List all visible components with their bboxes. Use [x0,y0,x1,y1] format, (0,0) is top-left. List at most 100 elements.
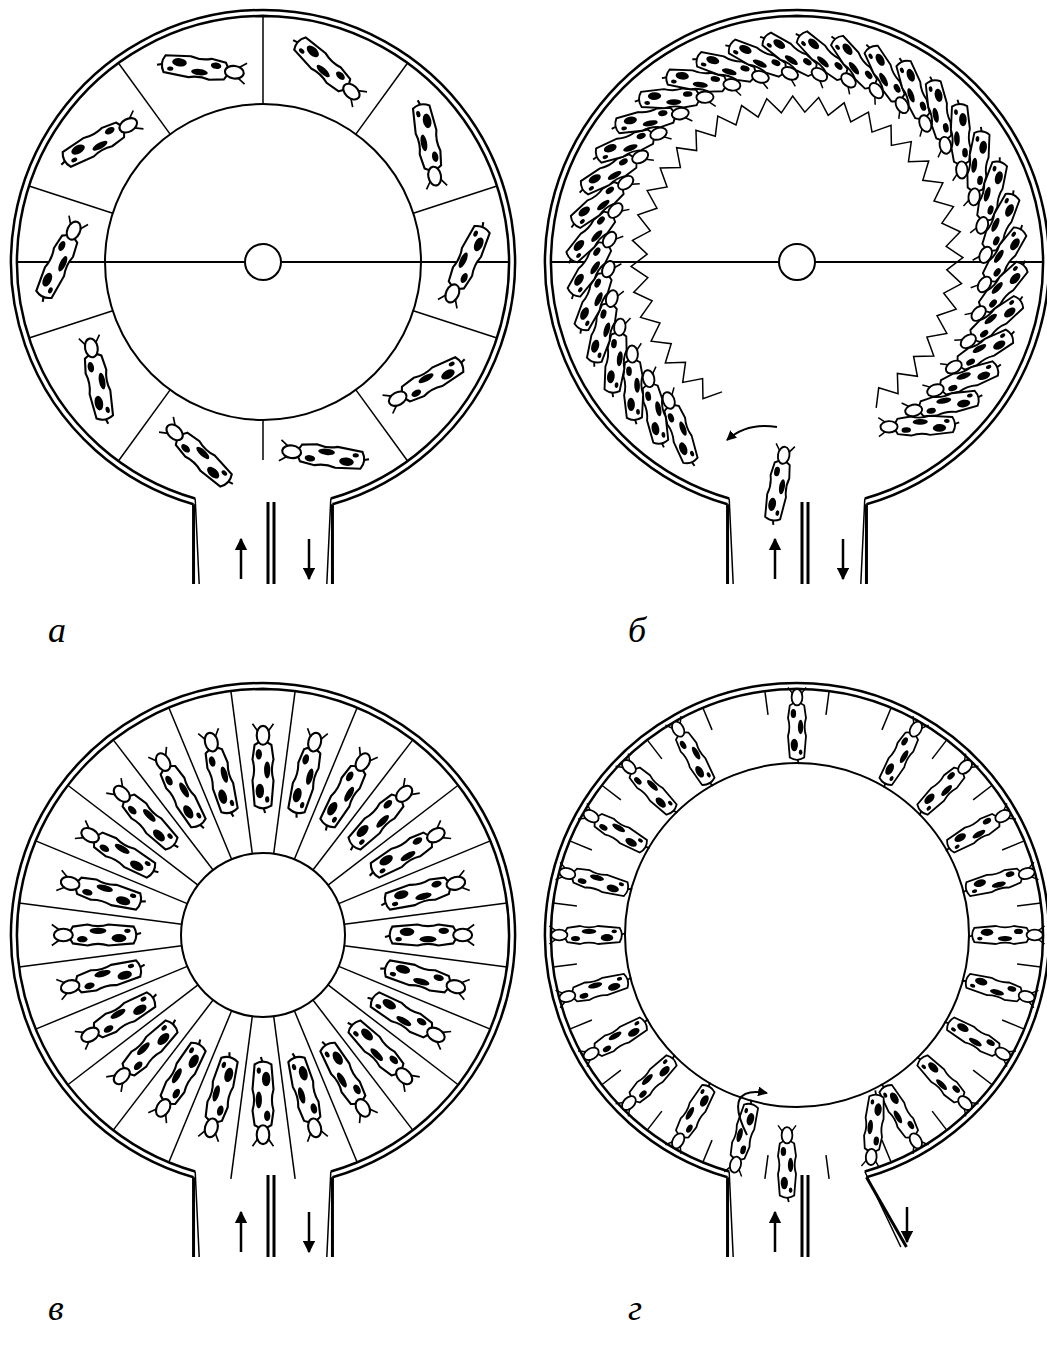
cow [156,52,247,84]
platform-circle [625,763,969,1107]
stall-divider [356,63,408,134]
stall-divider [313,1000,413,1130]
stall-divider [703,1140,712,1162]
stall-divider [647,1111,662,1130]
outer-wall [545,10,1047,504]
stall-divider [570,841,592,850]
passage-divider [273,502,276,584]
cow [385,925,474,946]
hub [779,244,815,280]
cow [778,1125,796,1202]
outer-wall [17,689,509,1171]
stall-divider [647,740,662,759]
stall-divider [29,186,113,213]
passage-wall [865,504,868,584]
stall-divider [1017,903,1041,906]
flow-arrow [842,539,845,579]
cow [159,417,239,493]
stall-divider [765,1155,768,1179]
stall-divider [1017,964,1041,967]
hub [245,244,281,280]
stall-divider [19,903,182,924]
cow [578,1013,653,1067]
cow [56,956,148,999]
passage-wall [192,504,195,584]
stall-divider [413,186,497,213]
flow-arrow [774,1212,777,1252]
cow [661,67,743,96]
flow-arrow [308,539,311,579]
passage-divider [801,502,804,584]
stall-divider [973,1070,992,1085]
barn-plan [11,10,515,584]
passage-wall [327,498,331,584]
flow-arrow [774,539,777,579]
stall-divider [932,740,947,759]
stall-divider [262,16,264,104]
stall-divider [882,1140,891,1162]
stall-divider [602,1070,621,1085]
passage-wall [195,498,199,584]
passage-divider [267,502,270,584]
cow [724,1098,761,1177]
stall-divider [765,691,768,715]
cow [971,221,1032,299]
stall-divider [274,1016,295,1179]
stall-divider [113,740,213,870]
cow [378,870,470,913]
cow [279,440,370,472]
passage-wall [726,1177,729,1257]
platform-circle [181,853,345,1017]
stall-divider [29,311,113,338]
passage-divider [801,1175,804,1257]
cow [55,111,143,173]
cow [941,1013,1016,1067]
stall-divider [1002,1020,1024,1029]
passage-wall [331,504,334,584]
stall-divider [262,420,264,460]
platform-edge [631,96,963,408]
stall-divider [231,691,252,854]
passage-wall [327,1171,331,1257]
stall-divider [553,964,577,967]
stall-divider [118,390,170,461]
cow [79,335,117,427]
passage-divider [807,502,810,584]
stall-divider [570,1020,592,1029]
cow [762,443,795,526]
cow [315,1035,378,1123]
panel-letter: б [628,612,646,648]
flow-arrow [738,1092,767,1135]
passage-wall [861,498,865,584]
stall-divider [68,985,198,1085]
passage-divider [807,1175,810,1257]
cow [556,971,635,1008]
barn-plan [11,683,515,1257]
stall-divider [1002,841,1024,850]
stall-divider [274,691,295,854]
stall-divider [602,785,621,800]
cow [562,226,623,304]
cow [31,216,88,306]
cow [861,1090,886,1168]
cow [875,716,929,791]
outer-wall [551,16,1043,498]
cow [912,1050,979,1117]
stall-divider [826,691,829,715]
stall-divider [553,903,577,906]
passage-wall [195,1171,199,1257]
outer-wall [551,689,1043,1171]
stall-divider [882,708,891,730]
stall-divider [703,708,712,730]
panel-letter: г [628,1290,642,1326]
panel-letter: в [48,1290,64,1326]
stall-divider [973,785,992,800]
passage-wall [865,1171,901,1247]
cow [963,126,992,208]
cow [75,987,163,1050]
passage-divider [273,1175,276,1257]
cow [616,1050,683,1117]
cow [284,728,327,820]
cow [438,219,495,309]
cow [912,754,979,821]
